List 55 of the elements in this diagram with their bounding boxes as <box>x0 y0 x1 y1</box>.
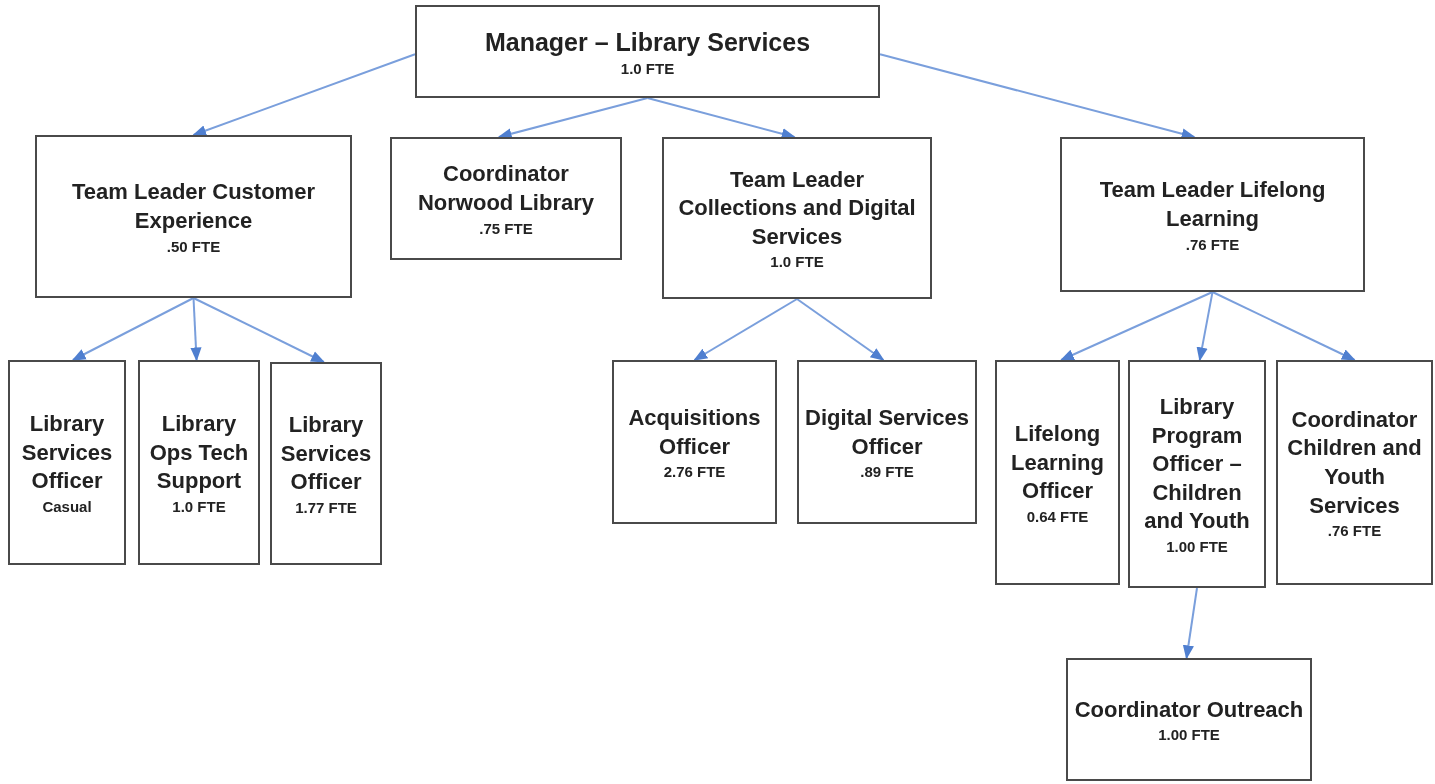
fte-label: .76 FTE <box>1185 235 1240 253</box>
position-title: Library Services Officer <box>279 411 373 497</box>
connector-arrow <box>796 298 885 361</box>
connector-arrow <box>1182 587 1198 660</box>
connector-arrow <box>1059 291 1214 361</box>
fte-label: 1.77 FTE <box>295 498 357 516</box>
position-box <box>612 360 777 524</box>
connector-arrow <box>879 53 1196 140</box>
fte-label: 1.00 FTE <box>1158 726 1220 744</box>
position-title: Digital Services Officer <box>804 403 970 461</box>
fte-label: Casual <box>42 497 92 515</box>
position-box <box>138 360 260 565</box>
connector-arrow <box>1196 291 1214 362</box>
connector-arrow <box>646 97 796 140</box>
connector-arrow <box>71 297 195 361</box>
fte-label: .76 FTE <box>1327 522 1382 540</box>
connector-arrow <box>497 97 649 140</box>
position-box <box>662 137 932 299</box>
position-box <box>8 360 126 565</box>
fte-label: .89 FTE <box>860 463 914 481</box>
connector-arrow <box>190 297 202 362</box>
position-title: Team Leader Customer Experience <box>71 178 316 235</box>
position-box <box>1060 137 1365 292</box>
position-box <box>1128 360 1266 588</box>
position-title: Lifelong Learning Officer <box>1010 420 1105 506</box>
position-title: Coordinator Norwood Library <box>417 160 595 217</box>
position-box <box>415 5 880 98</box>
fte-label: .75 FTE <box>479 219 533 237</box>
position-box <box>1276 360 1433 585</box>
connector-arrow <box>192 53 416 136</box>
fte-label: 1.0 FTE <box>620 60 675 78</box>
position-title: Team Leader Collections and Digital Services <box>677 165 917 251</box>
fte-label: 1.0 FTE <box>770 253 824 271</box>
position-box <box>270 362 382 565</box>
fte-label: .50 FTE <box>166 237 221 255</box>
position-box <box>797 360 977 524</box>
position-box <box>390 137 622 260</box>
connector-arrow <box>192 297 325 363</box>
position-title: Coordinator Children and Youth Services <box>1286 405 1423 520</box>
connector-arrow <box>1211 291 1356 361</box>
fte-label: 2.76 FTE <box>663 463 726 481</box>
position-title: Acquisitions Officer <box>627 403 762 461</box>
position-title: Library Program Officer – Children and Youth <box>1143 393 1251 536</box>
position-title: Library Services Officer <box>20 410 114 496</box>
fte-label: 1.00 FTE <box>1166 538 1228 555</box>
connector-arrow <box>693 298 798 361</box>
fte-label: 1.0 FTE <box>172 497 226 515</box>
position-title: Manager – Library Services <box>484 26 811 58</box>
position-box <box>995 360 1120 585</box>
position-box <box>1066 658 1312 781</box>
position-box <box>35 135 352 298</box>
position-title: Coordinator Outreach <box>1074 695 1304 724</box>
fte-label: 0.64 FTE <box>1026 507 1089 525</box>
position-title: Team Leader Lifelong Learning <box>1098 176 1327 233</box>
position-title: Library Ops Tech Support <box>148 410 250 496</box>
